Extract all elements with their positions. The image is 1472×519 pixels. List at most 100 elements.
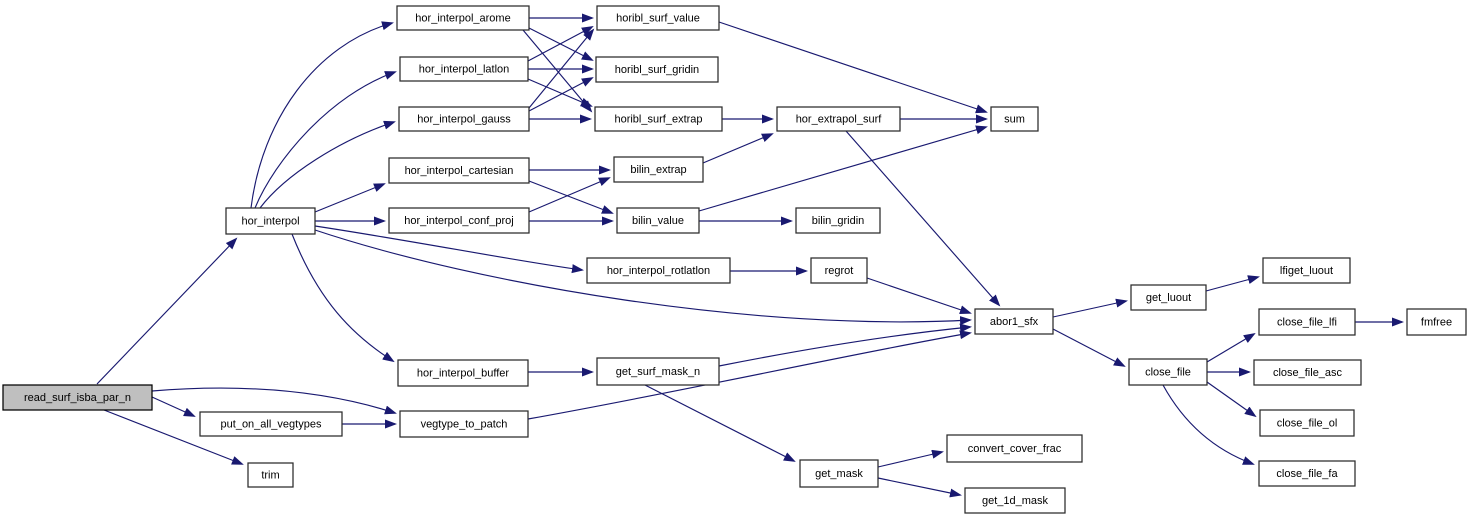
edge-close_file--close_file_lfi [1206,332,1256,363]
node-label-horibl_surf_gridin: horibl_surf_gridin [615,64,699,76]
node-box-horibl_surf_extrap[interactable] [594,106,723,132]
node-get_surf_mask_n[interactable]: get_surf_mask_n [596,357,720,386]
node-box-bilin_extrap[interactable] [613,156,704,183]
node-box-hor_interpol_latlon[interactable] [399,56,529,82]
edge-hor_interpol_gauss--horibl_surf_value [528,28,595,109]
node-bilin_value[interactable]: bilin_value [616,207,700,234]
node-bilin_gridin[interactable]: bilin_gridin [795,207,881,234]
node-box-hor_interpol_rotlatlon[interactable] [586,257,731,284]
edge-abor1_sfx--close_file [1052,328,1126,367]
node-box-hor_interpol_buffer[interactable] [397,359,529,387]
node-box-close_file_ol[interactable] [1259,409,1355,437]
node-horibl_surf_gridin[interactable]: horibl_surf_gridin [595,56,719,83]
node-convert_cover_frac[interactable]: convert_cover_frac [946,434,1083,463]
node-bilin_extrap[interactable]: bilin_extrap [613,156,704,183]
node-box-hor_interpol_arome[interactable] [396,5,530,31]
node-box-hor_interpol_gauss[interactable] [398,106,530,132]
node-label-get_luout: get_luout [1146,292,1191,304]
edge-hor_interpol--hor_interpol_gauss [259,120,396,209]
node-box-abor1_sfx[interactable] [974,308,1054,335]
node-abor1_sfx[interactable]: abor1_sfx [974,308,1054,335]
node-lfiget_luout[interactable]: lfiget_luout [1262,257,1351,284]
node-label-hor_interpol_cartesian: hor_interpol_cartesian [405,165,514,177]
node-box-close_file_fa[interactable] [1258,460,1356,487]
edge-hor_interpol--hor_interpol_rotlatlon [314,225,584,274]
node-regrot[interactable]: regrot [810,257,868,284]
edge-vegtype_to_patch--abor1_sfx [527,330,972,420]
edge-close_file--close_file_ol [1206,381,1257,418]
node-label-trim: trim [261,470,279,482]
node-box-put_on_all_vegtypes[interactable] [199,411,343,437]
node-hor_interpol_latlon[interactable]: hor_interpol_latlon [399,56,529,82]
node-label-close_file_asc: close_file_asc [1273,367,1343,379]
node-close_file_fa[interactable]: close_file_fa [1258,460,1356,487]
node-vegtype_to_patch[interactable]: vegtype_to_patch [399,410,529,438]
edge-hor_interpol--hor_interpol_arome [250,21,394,209]
nodes-layer: read_surf_isba_par_n hor_interpol hor_inte… [2,5,1467,514]
node-get_luout[interactable]: get_luout [1130,284,1207,311]
node-box-get_1d_mask[interactable] [964,487,1066,514]
node-box-bilin_value[interactable] [616,207,700,234]
edge-hor_interpol_latlon--horibl_surf_extrap [527,78,593,107]
node-label-hor_interpol_gauss: hor_interpol_gauss [417,114,511,126]
node-horibl_surf_extrap[interactable]: horibl_surf_extrap [594,106,723,132]
node-box-vegtype_to_patch[interactable] [399,410,529,438]
node-label-fmfree: fmfree [1421,317,1452,329]
node-trim[interactable]: trim [247,462,294,488]
node-box-close_file_asc[interactable] [1253,359,1362,386]
edge-read_surf_isba_par_n--vegtype_to_patch [151,387,397,415]
edge-bilin_value--sum [698,125,988,212]
node-get_mask[interactable]: get_mask [799,459,879,488]
node-sum[interactable]: sum [990,106,1039,132]
node-box-get_mask[interactable] [799,459,879,488]
edge-abor1_sfx--get_luout [1052,298,1128,318]
node-close_file_lfi[interactable]: close_file_lfi [1258,308,1356,336]
node-hor_interpol_cartesian[interactable]: hor_interpol_cartesian [388,157,530,184]
node-close_file_asc[interactable]: close_file_asc [1253,359,1362,386]
node-box-sum[interactable] [990,106,1039,132]
node-box-hor_interpol[interactable] [225,207,316,235]
node-hor_interpol[interactable]: hor_interpol [225,207,316,235]
node-hor_extrapol_surf[interactable]: hor_extrapol_surf [776,106,901,132]
node-read_surf_isba_par_n[interactable]: read_surf_isba_par_n [2,384,153,411]
edge-get_surf_mask_n--get_mask [644,384,796,462]
node-label-convert_cover_frac: convert_cover_frac [968,443,1062,455]
node-label-abor1_sfx: abor1_sfx [990,316,1039,328]
node-get_1d_mask[interactable]: get_1d_mask [964,487,1066,514]
node-put_on_all_vegtypes[interactable]: put_on_all_vegtypes [199,411,343,437]
node-label-read_surf_isba_par_n: read_surf_isba_par_n [24,392,131,404]
node-label-hor_interpol_latlon: hor_interpol_latlon [419,64,510,76]
node-box-hor_interpol_conf_proj[interactable] [388,207,530,234]
edge-regrot--abor1_sfx [866,277,972,315]
node-label-get_1d_mask: get_1d_mask [982,495,1049,507]
node-box-close_file_lfi[interactable] [1258,308,1356,336]
node-box-close_file[interactable] [1128,358,1208,386]
edge-horibl_surf_value--sum [718,21,988,114]
node-box-hor_extrapol_surf[interactable] [776,106,901,132]
node-hor_interpol_gauss[interactable]: hor_interpol_gauss [398,106,530,132]
node-close_file_ol[interactable]: close_file_ol [1259,409,1355,437]
node-label-hor_interpol_buffer: hor_interpol_buffer [417,368,509,380]
node-box-get_surf_mask_n[interactable] [596,357,720,386]
node-box-fmfree[interactable] [1406,308,1467,336]
node-box-horibl_surf_value[interactable] [596,5,720,31]
node-label-lfiget_luout: lfiget_luout [1280,265,1333,277]
node-horibl_surf_value[interactable]: horibl_surf_value [596,5,720,31]
node-hor_interpol_buffer[interactable]: hor_interpol_buffer [397,359,529,387]
node-box-regrot[interactable] [810,257,868,284]
node-box-get_luout[interactable] [1130,284,1207,311]
node-hor_interpol_rotlatlon[interactable]: hor_interpol_rotlatlon [586,257,731,284]
node-box-horibl_surf_gridin[interactable] [595,56,719,83]
node-hor_interpol_conf_proj[interactable]: hor_interpol_conf_proj [388,207,530,234]
node-box-read_surf_isba_par_n[interactable] [2,384,153,411]
node-fmfree[interactable]: fmfree [1406,308,1467,336]
node-label-get_surf_mask_n: get_surf_mask_n [616,366,700,378]
node-box-trim[interactable] [247,462,294,488]
node-box-hor_interpol_cartesian[interactable] [388,157,530,184]
node-box-bilin_gridin[interactable] [795,207,881,234]
node-box-convert_cover_frac[interactable] [946,434,1083,463]
node-hor_interpol_arome[interactable]: hor_interpol_arome [396,5,530,31]
node-close_file[interactable]: close_file [1128,358,1208,386]
edge-get_luout--lfiget_luout [1205,275,1260,292]
node-box-lfiget_luout[interactable] [1262,257,1351,284]
